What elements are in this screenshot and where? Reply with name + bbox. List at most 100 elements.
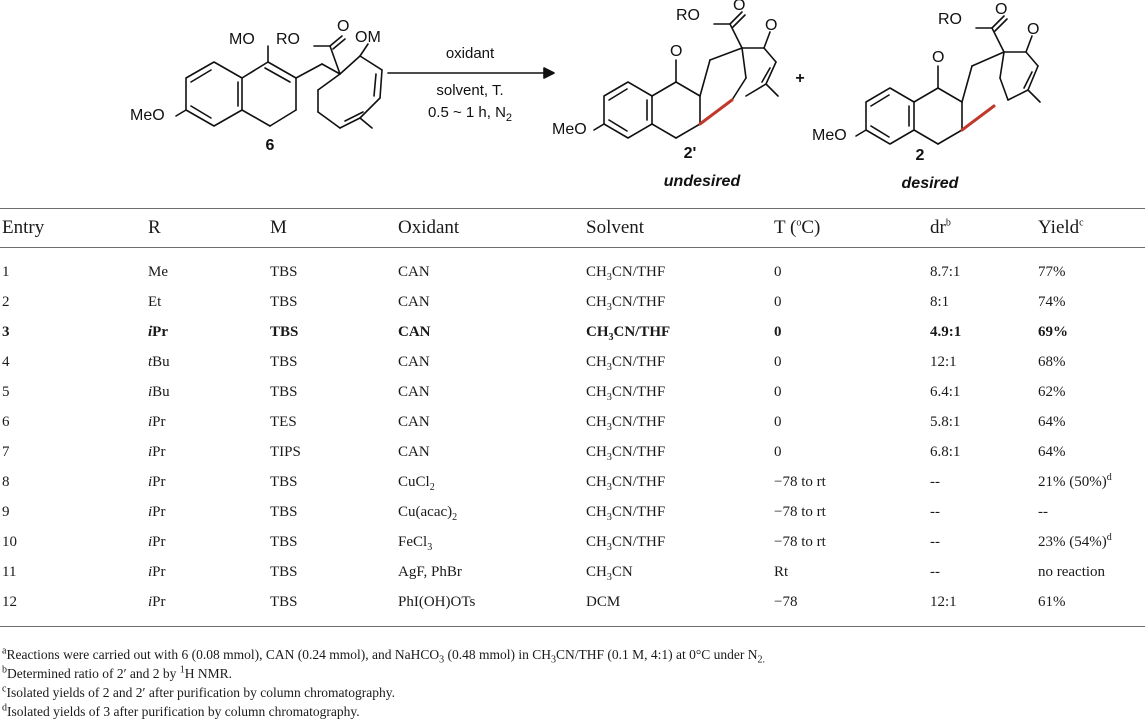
cell-yield-value: 77% [1038,263,1066,280]
footnote-a-sub-2: 3 [551,654,556,666]
header-entry: Entry [2,217,45,238]
header-dr: drb [930,209,1038,248]
cell-temperature: 0 [774,413,782,430]
plus-sign: + [795,70,804,87]
atom-label-meo-2: MeO [812,127,847,144]
footnote-a-text-1: Reactions were carried out with 6 (0.08 … [6,647,440,662]
footnote-b-text-1: Determined ratio of 2′ and 2 by [7,666,180,681]
cell-oxidant-main: Cu(acac) [398,503,453,520]
cell-r-prefix: i [148,383,153,400]
header-yield-text: Yield [1038,217,1080,238]
cell-yield-value: 21% (50%) [1038,473,1107,490]
cell-solvent: CH3CN/THF [586,533,666,553]
cell-r-main: Me [148,263,168,280]
cell-r-main: Pr [152,413,166,430]
cell-r-prefix: i [148,473,153,490]
optimization-table: Entry R M Oxidant Solvent T (oC) drb Yie… [0,208,1145,627]
cell-dr: 12:1 [930,353,957,370]
desired-caption: desired [902,175,960,192]
cell-dr: 6.8:1 [930,443,961,460]
atom-label-o-2-b: O [1027,21,1039,38]
cell-entry: 9 [2,503,10,520]
atom-label-o-2-a: O [995,1,1007,18]
cell-temperature: −78 [774,593,798,610]
cell-temperature: 0 [774,323,782,340]
header-solvent: Solvent [586,217,645,238]
cell-m: TBS [270,563,298,580]
cell-solvent: CH3CN/THF [586,503,666,523]
cell-r-prefix: t [148,353,153,370]
footnote-b-text-2: H NMR. [184,666,233,681]
cell-yield-value: 62% [1038,383,1066,400]
header-dr-sup: b [945,217,951,229]
cell-r-main: Pr [152,503,166,520]
cell-oxidant-main: CAN [398,413,430,430]
cell-temperature: 0 [774,263,782,280]
cell-yield: 69% [1038,317,1145,347]
cell-yield-value: 64% [1038,413,1066,430]
cell-r-prefix: i [148,593,153,610]
cell-r-main: Pr [152,533,166,550]
footnote-c: cIsolated yields of 2 and 2′ after purif… [2,683,1142,702]
footnote-c-text: Isolated yields of 2 and 2′ after purifi… [6,685,396,700]
cell-temperature: 0 [774,293,782,310]
cell-dr: -- [930,563,940,580]
header-temperature: T (oC) [774,209,930,248]
footnote-d-mark: d [2,702,7,714]
reaction-scheme: MO RO O OM MeO 6 oxidant solvent, T. 0.5… [0,0,1145,196]
cell-r-prefix: i [148,503,153,520]
cell-m: TBS [270,533,298,550]
cell-solvent: CH3CN/THF [586,383,666,403]
atom-label-om: OM [355,29,381,46]
footnote-a-mark: a [2,645,7,657]
cell-m: TBS [270,503,298,520]
cell-oxidant: CAN [398,287,586,317]
cell-temperature: 0 [774,383,782,400]
cell-r-main: Pr [152,563,166,580]
cell-oxidant: CAN [398,437,586,467]
cell-yield: 21% (50%)d [1038,467,1145,497]
cell-solvent: CH3CN [586,563,633,583]
cell-solvent: CH3CN/THF [586,443,666,463]
cell-r: Me [148,248,270,288]
cell-entry: 12 [2,593,17,610]
header-dr-text: dr [930,217,946,238]
header-m: M [270,217,287,238]
cell-yield-sup: d [1106,531,1112,543]
cell-r: iPr [148,407,270,437]
cell-r: tBu [148,347,270,377]
atom-label-mo: MO [229,31,255,48]
cell-temperature: −78 to rt [774,533,826,550]
product-2prime-structure [593,11,779,139]
cell-oxidant-main: AgF, PhBr [398,563,462,580]
cell-r: iPr [148,527,270,557]
footnote-a: aReactions were carried out with 6 (0.08… [2,645,1142,666]
cell-m: TBS [270,323,299,340]
cell-entry: 3 [2,323,10,340]
footnote-a-text-3: CN/THF (0.1 M, 4:1) at 0°C under N [556,647,758,662]
cell-dr: 8.7:1 [930,263,961,280]
cell-yield: 74% [1038,287,1145,317]
cell-r-main: Pr [152,593,166,610]
cell-solvent: CH3CN/THF [586,353,666,373]
cell-yield: 64% [1038,407,1145,437]
cell-temperature: Rt [774,563,789,580]
cell-r: iPr [148,497,270,527]
cell-oxidant: CAN [398,347,586,377]
cell-r: iPr [148,587,270,627]
cell-oxidant: CAN [398,407,586,437]
cell-temperature: −78 to rt [774,473,826,490]
cell-r-main: Et [148,293,162,310]
cell-r: iPr [148,557,270,587]
cell-m: TBS [270,593,298,610]
header-yield: Yieldc [1038,209,1145,248]
cell-r: iBu [148,377,270,407]
cell-yield: -- [1038,497,1145,527]
footnote-d-text: Isolated yields of 3 after purification … [7,704,360,719]
